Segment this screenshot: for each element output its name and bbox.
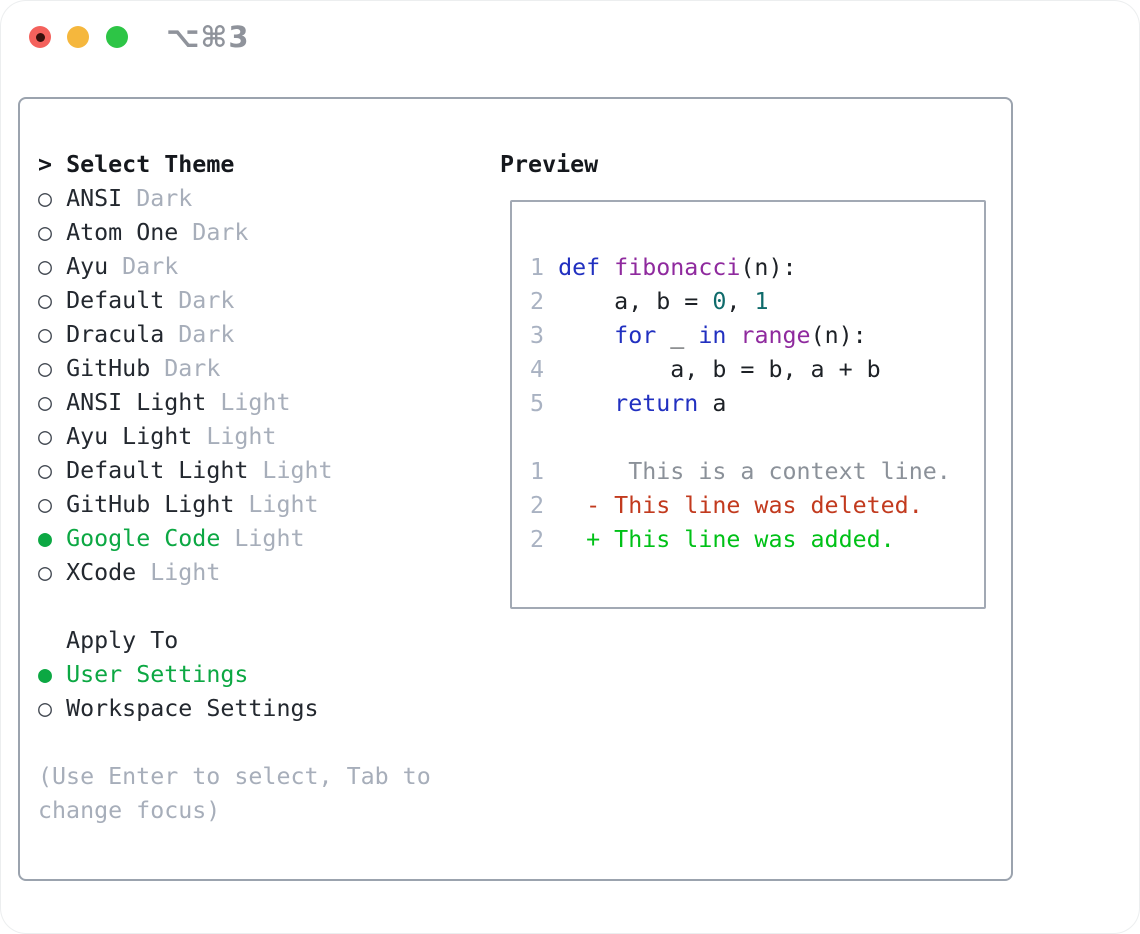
theme-variant: Light	[206, 389, 291, 416]
theme-name: ANSI Light	[66, 389, 207, 416]
apply-to-text: Apply To	[66, 627, 179, 654]
radio-icon: ○	[38, 355, 67, 382]
theme-name: GitHub	[66, 355, 151, 382]
theme-variant: Dark	[164, 287, 235, 314]
theme-name: GitHub Light	[66, 491, 235, 518]
theme-variant: Dark	[108, 253, 179, 280]
radio-icon: ○	[38, 389, 67, 416]
theme-name: ANSI	[66, 185, 123, 212]
theme-option-default[interactable]: ○ Default Dark	[38, 284, 431, 318]
radio-icon: ○	[38, 185, 67, 212]
close-button[interactable]	[29, 26, 51, 48]
theme-name: Ayu	[66, 253, 109, 280]
theme-variant: Light	[220, 525, 305, 552]
apply-option-user-settings[interactable]: ● User Settings	[38, 658, 431, 692]
radio-icon: ○	[38, 423, 67, 450]
apply-to-label: Apply To	[38, 624, 431, 658]
theme-name: Ayu Light	[66, 423, 193, 450]
window-title: ⌥⌘3	[166, 20, 250, 54]
radio-selected-icon: ●	[38, 661, 67, 688]
theme-name: XCode	[66, 559, 137, 586]
spacer-row	[38, 590, 431, 624]
code-preview: 1 def fibonacci(n): 2 a, b = 0, 1 3 for _ …	[512, 202, 984, 557]
help-text-line-2: change focus)	[38, 797, 221, 824]
theme-option-default-light[interactable]: ○ Default Light Light	[38, 454, 431, 488]
radio-icon: ○	[38, 695, 67, 722]
apply-option-workspace-settings[interactable]: ○ Workspace Settings	[38, 692, 431, 726]
theme-name: Default	[66, 287, 165, 314]
select-theme-label: Select Theme	[66, 151, 235, 178]
theme-name: Atom One	[66, 219, 179, 246]
preview-title: Preview	[500, 151, 599, 178]
theme-variant: Dark	[150, 355, 221, 382]
radio-icon: ○	[38, 219, 67, 246]
code-line: 2 - This line was deleted.	[530, 492, 923, 519]
code-line: 3 for _ in range(n):	[530, 322, 867, 349]
radio-icon: ○	[38, 559, 67, 586]
theme-selector-panel: > Select Theme○ ANSI Dark○ Atom One Dark…	[18, 97, 1013, 881]
preview-box: 1 def fibonacci(n): 2 a, b = 0, 1 3 for _ …	[510, 200, 986, 609]
theme-option-ayu-light[interactable]: ○ Ayu Light Light	[38, 420, 431, 454]
theme-variant: Light	[248, 457, 333, 484]
theme-option-github[interactable]: ○ GitHub Dark	[38, 352, 431, 386]
theme-option-github-light[interactable]: ○ GitHub Light Light	[38, 488, 431, 522]
theme-variant: Light	[234, 491, 319, 518]
radio-icon: ○	[38, 491, 67, 518]
code-line: 5 return a	[530, 390, 727, 417]
code-line: 2 a, b = 0, 1	[530, 288, 769, 315]
theme-option-ayu[interactable]: ○ Ayu Dark	[38, 250, 431, 284]
theme-option-dracula[interactable]: ○ Dracula Dark	[38, 318, 431, 352]
theme-variant: Dark	[164, 321, 235, 348]
apply-option-name: Workspace Settings	[66, 695, 319, 722]
zoom-button[interactable]	[106, 26, 128, 48]
radio-icon: ○	[38, 253, 67, 280]
minimize-button[interactable]	[67, 26, 89, 48]
theme-option-ansi[interactable]: ○ ANSI Dark	[38, 182, 431, 216]
theme-option-ansi-light[interactable]: ○ ANSI Light Light	[38, 386, 431, 420]
cursor-prompt-icon: >	[38, 151, 67, 178]
theme-option-xcode[interactable]: ○ XCode Light	[38, 556, 431, 590]
code-line: 1 This is a context line.	[530, 458, 951, 485]
theme-name: Default Light	[66, 457, 249, 484]
help-text-line-1: (Use Enter to select, Tab to	[38, 763, 431, 790]
theme-option-atom-one[interactable]: ○ Atom One Dark	[38, 216, 431, 250]
theme-variant: Light	[192, 423, 277, 450]
close-dot-icon	[35, 32, 45, 42]
radio-icon: ○	[38, 287, 67, 314]
theme-name: Dracula	[66, 321, 165, 348]
code-line: 1 def fibonacci(n):	[530, 254, 797, 281]
theme-variant: Dark	[178, 219, 249, 246]
theme-name: Google Code	[66, 525, 221, 552]
radio-selected-icon: ●	[38, 525, 67, 552]
theme-option-google-code[interactable]: ● Google Code Light	[38, 522, 431, 556]
radio-icon: ○	[38, 321, 67, 348]
code-line: 2 + This line was added.	[530, 526, 895, 553]
radio-icon: ○	[38, 457, 67, 484]
apply-option-name: User Settings	[66, 661, 249, 688]
spacer-row	[38, 726, 431, 760]
code-line	[530, 421, 984, 455]
theme-variant: Dark	[122, 185, 193, 212]
theme-variant: Light	[136, 559, 221, 586]
code-line: 4 a, b = b, a + b	[530, 356, 881, 383]
select-theme-header: > Select Theme	[38, 148, 431, 182]
theme-list: > Select Theme○ ANSI Dark○ Atom One Dark…	[38, 148, 431, 828]
